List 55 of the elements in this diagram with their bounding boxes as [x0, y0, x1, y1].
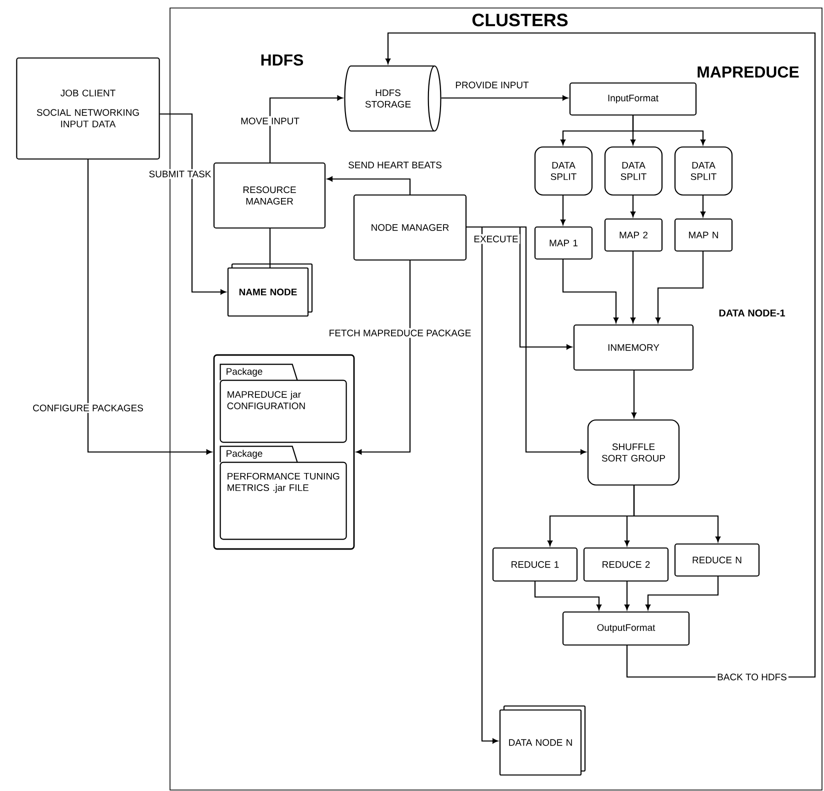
arrow: [631, 370, 637, 418]
arrow: [700, 196, 706, 217]
process-box: InputFormat: [569, 82, 697, 116]
arrow: [356, 260, 411, 455]
process-box: NODE MANAGER: [353, 194, 467, 261]
section-label: DATA NODE-1: [719, 309, 786, 317]
storage-cylinder: HDFS STORAGE: [344, 65, 442, 132]
cluster-title: CLUSTERS: [472, 14, 568, 26]
arrow: [385, 32, 816, 678]
edge-label: BACK TO HDFS: [716, 672, 788, 682]
edge-label: FETCH MAPREDUCE PACKAGE: [327, 328, 473, 338]
process-box: REDUCE 2: [583, 547, 669, 582]
arrow: [645, 576, 719, 610]
arrow: [160, 113, 226, 295]
process-box: OutputFormat: [562, 611, 690, 646]
arrow: [630, 252, 636, 323]
process-box: REDUCE N: [674, 543, 760, 577]
arrow: [630, 196, 636, 217]
edge-label: MOVE INPUT: [239, 116, 301, 126]
node-box: NAME NODE: [227, 263, 313, 317]
section-label: HDFS: [261, 54, 304, 66]
process-box: MAP 2: [604, 218, 663, 252]
arrow: [560, 196, 566, 225]
process-box: DATA SPLIT: [674, 146, 733, 196]
process-box: SHUFFLE SORT GROUP: [587, 419, 680, 486]
node-label: Package: [226, 368, 262, 377]
arrow: [632, 116, 706, 145]
process-box: INMEMORY: [573, 324, 694, 371]
package-box: Package MAPREDUCE jar CONFIGURATION: [220, 364, 347, 443]
node-label: Package: [226, 450, 262, 459]
process-box: RESOURCE MANAGER: [213, 162, 326, 229]
arrow: [327, 176, 411, 194]
process-box: MAP 1: [534, 226, 593, 260]
arrow: [269, 95, 343, 162]
package-box: Package PERFORMANCE TUNING METRICS .jar FILE: [220, 446, 347, 540]
arrow: [562, 260, 619, 323]
arrow: [633, 486, 721, 542]
arrow: [87, 160, 212, 455]
process-box: DATA SPLIT: [604, 146, 663, 196]
edge-label: EXECUTE: [472, 234, 520, 244]
process-box: DATA SPLIT: [534, 146, 593, 196]
process-box: REDUCE 1: [492, 547, 578, 582]
arrow: [655, 252, 704, 323]
node-box: DATA NODE N: [499, 705, 586, 776]
section-label: MAPREDUCE: [698, 66, 799, 78]
arrow: [441, 95, 568, 101]
arrow: [534, 582, 602, 610]
process-box: MAP N: [674, 218, 733, 252]
edge-label: SUBMIT TASK: [147, 169, 213, 179]
arrow: [466, 226, 498, 744]
arrow: [624, 582, 630, 610]
edge-label: SEND HEART BEATS: [346, 160, 444, 170]
edge-label: PROVIDE INPUT: [454, 80, 530, 90]
client-box: JOB CLIENT SOCIAL NETWORKING INPUT DATA: [16, 57, 160, 160]
edge-label: CONFIGURE PACKAGES: [31, 403, 145, 413]
